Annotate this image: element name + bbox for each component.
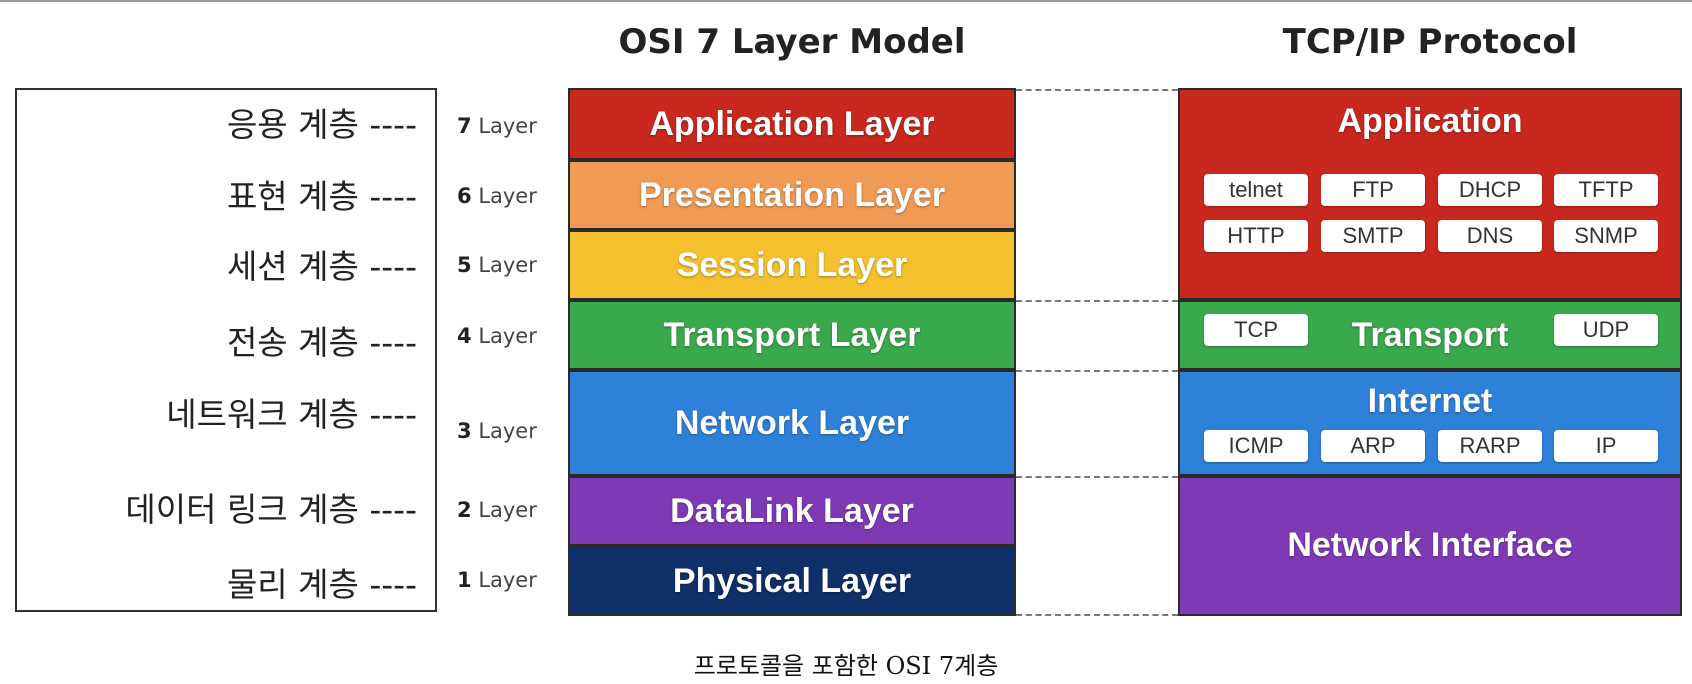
- connector-dash-top: [1016, 89, 1178, 91]
- diagram-caption: 프로토콜을 포함한 OSI 7계층: [693, 652, 999, 680]
- layer-number-6: 6 Layer: [457, 184, 537, 208]
- layer-number-1: 1 Layer: [457, 568, 537, 592]
- layer-number-4: 4 Layer: [457, 324, 537, 348]
- osi-presentation-layer: Presentation Layer: [568, 160, 1016, 230]
- protocol-dns: DNS: [1438, 220, 1542, 252]
- layer-number-7: 7 Layer: [457, 114, 537, 138]
- korean-label-network: 네트워크 계층 ----: [166, 395, 417, 434]
- korean-layer-names-box: [15, 88, 437, 612]
- protocol-tcp: TCP: [1204, 314, 1308, 346]
- protocol-arp: ARP: [1321, 430, 1425, 462]
- tcpip-internet-block: Internet ICMP ARP RARP IP: [1178, 370, 1682, 476]
- protocol-rarp: RARP: [1438, 430, 1542, 462]
- osi-application-layer: Application Layer: [568, 88, 1016, 160]
- korean-label-presentation: 표현 계층 ----: [226, 177, 417, 216]
- osi-datalink-layer: DataLink Layer: [568, 476, 1016, 546]
- protocol-dhcp: DHCP: [1438, 174, 1542, 206]
- protocol-tftp: TFTP: [1554, 174, 1658, 206]
- layer-number-2: 2 Layer: [457, 498, 537, 522]
- tcpip-network-interface-block: Network Interface: [1178, 476, 1682, 616]
- top-border-line: [0, 0, 1692, 2]
- protocol-http: HTTP: [1204, 220, 1308, 252]
- protocol-ip: IP: [1554, 430, 1658, 462]
- tcpip-network-interface-title: Network Interface: [1287, 526, 1573, 564]
- connector-dash-network-interface: [1016, 476, 1178, 478]
- connector-dash-bottom: [1016, 614, 1178, 616]
- korean-label-physical: 물리 계층 ----: [226, 565, 417, 604]
- osi-session-layer: Session Layer: [568, 230, 1016, 300]
- tcpip-transport-title: Transport: [1351, 316, 1509, 354]
- protocol-ftp: FTP: [1321, 174, 1425, 206]
- tcpip-internet-title: Internet: [1367, 382, 1493, 420]
- protocol-icmp: ICMP: [1204, 430, 1308, 462]
- protocol-smtp: SMTP: [1321, 220, 1425, 252]
- protocol-snmp: SNMP: [1554, 220, 1658, 252]
- osi-model-title: OSI 7 Layer Model: [618, 22, 966, 62]
- protocol-udp: UDP: [1554, 314, 1658, 346]
- connector-dash-transport: [1016, 300, 1178, 302]
- osi-transport-layer: Transport Layer: [568, 300, 1016, 370]
- tcpip-transport-block: Transport TCP UDP: [1178, 300, 1682, 370]
- layer-number-5: 5 Layer: [457, 253, 537, 277]
- korean-label-transport: 전송 계층 ----: [226, 323, 417, 362]
- osi-network-layer: Network Layer: [568, 370, 1016, 476]
- tcpip-application-title: Application: [1337, 102, 1523, 140]
- korean-label-datalink: 데이터 링크 계층 ----: [125, 490, 417, 529]
- layer-number-3: 3 Layer: [457, 419, 537, 443]
- tcpip-application-block: Application telnet FTP DHCP TFTP HTTP SM…: [1178, 88, 1682, 300]
- protocol-telnet: telnet: [1204, 174, 1308, 206]
- osi-physical-layer: Physical Layer: [568, 546, 1016, 616]
- tcpip-protocol-title: TCP/IP Protocol: [1282, 22, 1578, 62]
- korean-label-application: 응용 계층 ----: [226, 105, 417, 144]
- korean-label-session: 세션 계층 ----: [226, 247, 417, 286]
- connector-dash-internet: [1016, 370, 1178, 372]
